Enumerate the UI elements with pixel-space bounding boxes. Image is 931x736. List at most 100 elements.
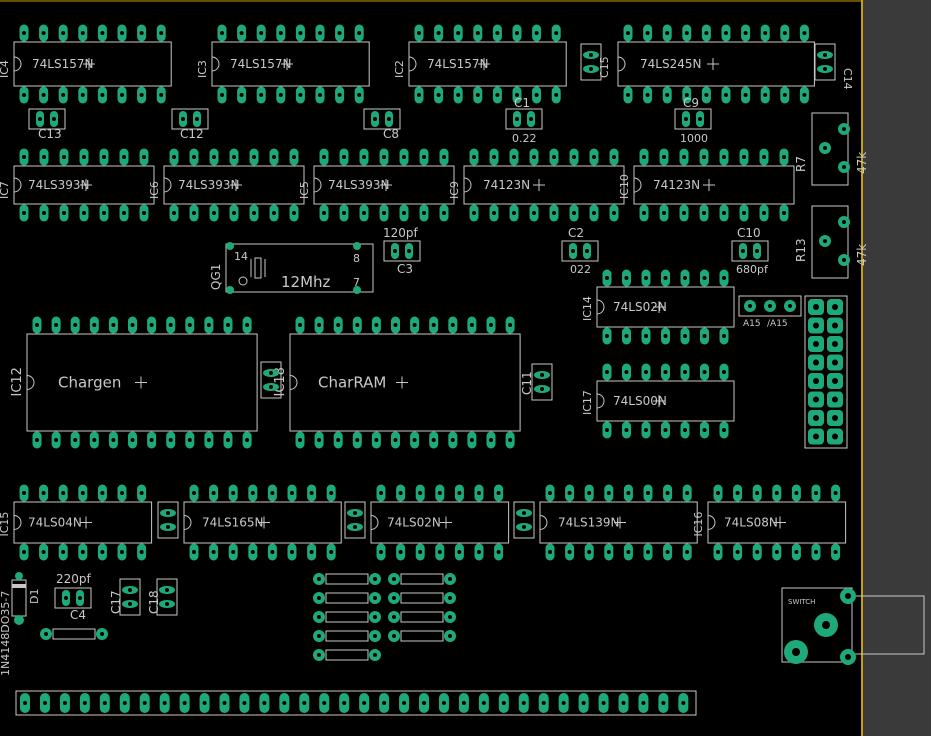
ic-mid-1: 74LS00N IC17 — [581, 363, 735, 439]
cap-c8-label: C8 — [383, 127, 399, 141]
passive-components-layer — [28, 43, 836, 640]
cap-c7 — [513, 501, 535, 539]
ic-mid-0-ref-label: IC14 — [581, 296, 594, 321]
diode-d1-part: 1N4148DO35-7 — [0, 591, 12, 676]
board-margin — [862, 0, 931, 736]
switch-label: SWITCH — [788, 598, 815, 606]
resistor-small — [40, 628, 108, 640]
ic-row1-3-part-label: 74LS245N — [640, 57, 701, 71]
cap-c9 — [674, 108, 712, 130]
ic-row2-3: 74123N IC9 — [448, 148, 625, 222]
switch-component: SWITCH — [781, 587, 925, 665]
ic-row4-2: 74LS02N — [370, 484, 510, 561]
pin-header-2x8 — [804, 295, 848, 449]
ic-row4-4-ref-label: IC16 — [692, 512, 705, 537]
cap-c2-label: C2 — [568, 226, 584, 240]
ic-row1-1-part-label: 74LS157N — [230, 57, 291, 71]
ic-row2-2-ref-label: IC5 — [298, 181, 311, 199]
cap-c3-label: C3 — [397, 262, 413, 276]
crystal-qg1: 14 8 7 12Mhz QG1 — [209, 242, 374, 294]
ic-big-1-part-label: CharRAM — [318, 374, 386, 392]
ic-row4-4-part-label: 74LS08N — [724, 516, 778, 530]
diode-d1-label: D1 — [28, 589, 41, 604]
crystal-value: 12Mhz — [281, 273, 331, 291]
resistor-array-block — [313, 573, 456, 661]
cap-c4-value: 220pf — [56, 572, 92, 586]
ic-row1-0-ref-label: IC4 — [0, 60, 11, 78]
ic-row2-0-ref-label: IC7 — [0, 181, 11, 199]
ic-row4-3: 74LS139N — [539, 484, 698, 561]
cap-c17 — [119, 578, 141, 616]
ic-row2-1: 74LS393N IC6 — [148, 148, 305, 222]
cap-c11 — [531, 363, 553, 401]
cap-c10 — [731, 240, 769, 262]
resistor-r7-label: R7 — [794, 156, 808, 172]
ic-row1-2: 74LS157N IC2 — [393, 24, 567, 104]
ic-mid-1-ref-label: IC17 — [581, 390, 594, 415]
ic-row4-4: 74LS08N IC16 — [692, 484, 847, 561]
cap-c13-label: C13 — [38, 127, 62, 141]
cap-c6 — [344, 501, 366, 539]
ic-row1-2-ref-label: IC2 — [393, 60, 406, 78]
ic-big-0-part-label: Chargen — [58, 374, 121, 392]
cap-c3-value: 120pf — [383, 226, 419, 240]
cap-c1-label: C1 — [514, 96, 530, 110]
resistor-r13: R13 47k — [794, 205, 869, 279]
crystal-ref: QG1 — [209, 264, 223, 290]
cap-c10-value: 680pf — [736, 263, 769, 276]
cap-c13 — [28, 108, 66, 130]
ic-row2-0: 74LS393N IC7 — [0, 148, 155, 222]
ic-row2-3-ref-label: IC9 — [448, 181, 461, 199]
cap-c12-label: C12 — [180, 127, 204, 141]
diode-d1: D1 1N4148DO35-7 — [0, 572, 41, 676]
ic-row2-2: 74LS393N IC5 — [298, 148, 455, 222]
a15-header: A15 /A15 — [738, 295, 802, 329]
ic-mid-1-part-label: 74LS00N — [613, 394, 667, 408]
resistor-r13-value: 47k — [855, 244, 869, 266]
ic-row1-3: 74LS245N — [617, 24, 815, 104]
cap-c4 — [54, 587, 92, 609]
a15-label: A15 — [743, 319, 761, 329]
ic-row2-3-part-label: 74123N — [483, 178, 530, 192]
cap-c14 — [814, 43, 836, 81]
ic-row4-3-part-label: 74LS139N — [558, 516, 619, 530]
cap-c17-label: C17 — [109, 590, 123, 614]
resistor-r7-value: 47k — [855, 152, 869, 174]
resistor-r7: R7 47k — [794, 112, 869, 186]
cap-c4-label: C4 — [70, 608, 86, 622]
cap-c10-label: C10 — [737, 226, 761, 240]
crystal-pin8-label: 8 — [353, 252, 360, 265]
capacitor-labels: C13 C12 C8 C1 0.22 C9 1000 120pf C3 C2 0… — [38, 56, 854, 622]
ic-big-0: Chargen IC12 — [10, 316, 258, 449]
cap-c11-label: C11 — [520, 371, 534, 395]
crystal-pin7-label: 7 — [353, 276, 360, 289]
cap-c1-value: 0.22 — [512, 132, 537, 145]
cap-c18 — [156, 578, 178, 616]
ic-row4-1-part-label: 74LS165N — [202, 516, 263, 530]
ic-big-0-ref-label: IC12 — [10, 367, 25, 396]
ic-row2-2-part-label: 74LS393N — [328, 178, 389, 192]
cap-c9-label: C9 — [683, 96, 699, 110]
ic-row2-4-part-label: 74123N — [653, 178, 700, 192]
ic-row2-0-part-label: 74LS393N — [28, 178, 89, 192]
ic-row2-4: 74123N IC10 — [618, 148, 795, 222]
cap-c9-value: 1000 — [680, 132, 708, 145]
ic-row1-2-part-label: 74LS157N — [427, 57, 488, 71]
ic-row4-1: 74LS165N — [183, 484, 342, 561]
ic-row2-4-ref-label: IC10 — [618, 174, 631, 199]
ic-row4-0-ref-label: IC15 — [0, 512, 11, 537]
ic-row2-1-ref-label: IC6 — [148, 181, 161, 199]
ic-mid-0: 74LS02N IC14 — [581, 269, 735, 345]
cap-c15 — [580, 43, 602, 81]
cap-c14-label: C14 — [841, 68, 854, 90]
cap-c5 — [157, 501, 179, 539]
ic-mid-0-part-label: 74LS02N — [613, 300, 667, 314]
ic-row4-2-part-label: 74LS02N — [387, 516, 441, 530]
ic-row2-1-part-label: 74LS393N — [178, 178, 239, 192]
